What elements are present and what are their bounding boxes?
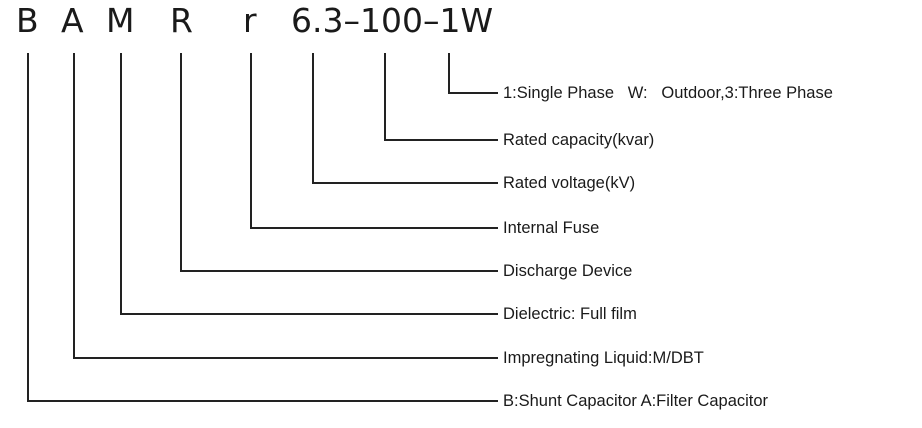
connector-r-upper xyxy=(180,53,498,272)
connector-a xyxy=(73,53,498,359)
connector-100 xyxy=(384,53,498,141)
code-letter-r-upper: R xyxy=(170,1,193,40)
label-internal-fuse: Internal Fuse xyxy=(503,219,600,237)
connector-6-3 xyxy=(312,53,498,184)
connector-b xyxy=(27,53,498,402)
code-rating: 6.3–100–1W xyxy=(291,1,494,40)
label-rated-voltage: Rated voltage(kV) xyxy=(503,174,636,192)
label-impregnating-liquid: Impregnating Liquid:M/DBT xyxy=(503,349,704,367)
connector-r-lower xyxy=(250,53,498,229)
connector-1w xyxy=(448,53,498,94)
code-letter-a: A xyxy=(61,1,84,40)
connector-m xyxy=(120,53,498,315)
code-letter-m: M xyxy=(106,1,135,40)
label-phase-outdoor: 1:Single Phase W: Outdoor,3:Three Phase xyxy=(503,84,833,102)
label-rated-capacity: Rated capacity(kvar) xyxy=(503,131,655,149)
code-letter-b: B xyxy=(16,1,39,40)
label-capacitor-type: B:Shunt Capacitor A:Filter Capacitor xyxy=(503,392,769,410)
label-dielectric: Dielectric: Full film xyxy=(503,305,637,323)
label-discharge-device: Discharge Device xyxy=(503,262,633,280)
code-letter-r-lower: r xyxy=(243,1,257,40)
